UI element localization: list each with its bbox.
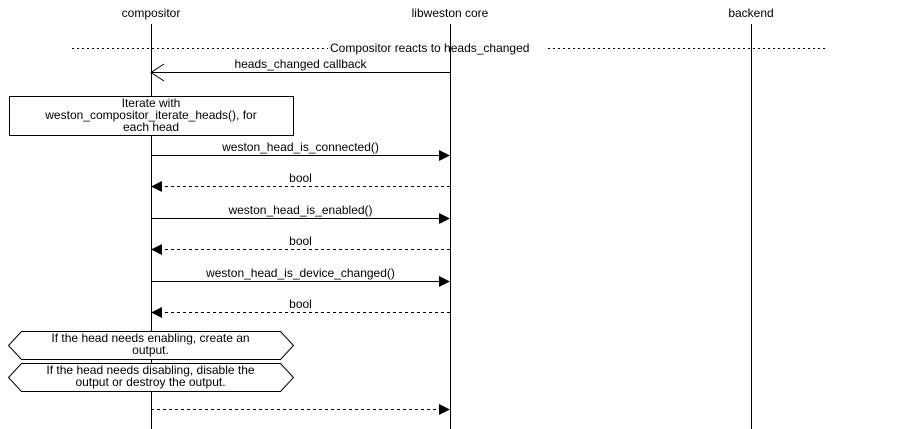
fragment-line: output. [132,343,169,357]
lifeline-label-backend: backend [728,6,773,20]
note-line: Iterate with [122,96,181,110]
message-weston-head-is-connected: weston_head_is_connected() [151,140,450,161]
message-bool-return-device-changed: bool [151,297,450,318]
fragment-line: If the head needs enabling, create an [51,331,249,345]
message-label-bool-return-device-changed: bool [289,297,312,311]
message-arrowhead-heads-changed-callback [150,63,165,82]
message-arrowhead-bool-return-device-changed [151,307,162,318]
message-arrowhead-weston-head-is-connected [439,150,450,161]
lifelines-group: compositor libweston core backend [122,6,774,429]
fragment-line: If the head needs disabling, disable the [46,363,254,377]
message-bool-return-enabled: bool [151,234,450,255]
message-arrowhead-bool-return-enabled [151,244,162,255]
lifeline-label-compositor: compositor [122,6,181,20]
note-line: each head [123,120,179,134]
messages-group: heads_changed callback weston_head_is_con… [150,57,450,415]
notes-group: Iterate withweston_compositor_iterate_he… [9,96,294,136]
lifeline-libweston: libweston core [412,6,489,429]
message-arrowhead-weston-head-is-enabled [439,213,450,224]
fragment-shape-disable-head-fragment [7,363,295,392]
message-label-weston-head-is-device-changed: weston_head_is_device_changed() [205,266,395,280]
fragments-group: If the head needs enabling, create anout… [7,331,295,392]
fragment-shape-enable-head-fragment [7,331,295,360]
message-weston-head-is-device-changed: weston_head_is_device_changed() [151,266,450,287]
message-final-return [151,404,450,415]
lifeline-label-libweston: libweston core [412,6,489,20]
divider-label: Compositor reacts to heads_changed [330,41,529,55]
fragment-enable-head-fragment: If the head needs enabling, create anout… [7,331,295,360]
fragment-disable-head-fragment: If the head needs disabling, disable the… [7,363,295,392]
message-weston-head-is-enabled: weston_head_is_enabled() [151,203,450,224]
message-bool-return-connected: bool [151,171,450,192]
note-box-iterate-heads-note [9,96,294,136]
message-label-heads-changed-callback: heads_changed callback [234,57,367,71]
message-arrowhead-bool-return-connected [151,181,162,192]
message-label-weston-head-is-enabled: weston_head_is_enabled() [227,203,372,217]
message-label-bool-return-connected: bool [289,171,312,185]
note-iterate-heads-note: Iterate withweston_compositor_iterate_he… [9,96,294,136]
message-heads-changed-callback: heads_changed callback [150,57,450,82]
message-arrowhead-weston-head-is-device-changed [439,276,450,287]
lifeline-compositor: compositor [122,6,181,429]
divider-compositor-reacts: Compositor reacts to heads_changed [72,41,828,55]
lifeline-backend: backend [728,6,774,429]
message-label-bool-return-enabled: bool [289,234,312,248]
message-label-weston-head-is-connected: weston_head_is_connected() [221,140,379,154]
message-arrowhead-final-return [439,404,450,415]
fragment-line: output or destroy the output. [75,375,225,389]
note-line: weston_compositor_iterate_heads(), for [44,108,256,122]
divider-group: Compositor reacts to heads_changed [72,41,828,55]
